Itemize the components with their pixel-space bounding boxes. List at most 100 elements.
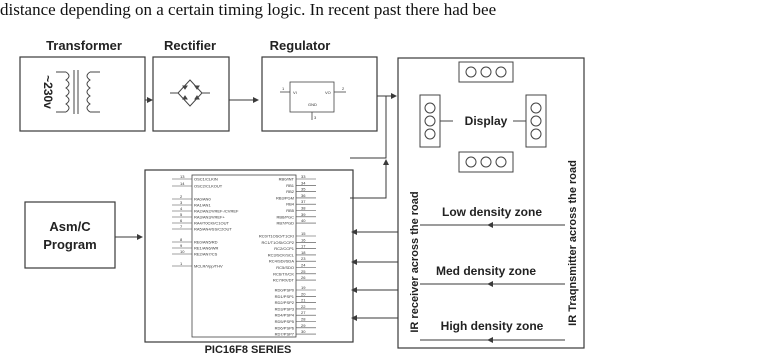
pin-label: RB1 — [286, 183, 295, 188]
regulator-ic-symbol — [280, 81, 346, 120]
pin-label: RC0/T1OSO/T1CKI — [259, 234, 294, 239]
pin-label: RD3/PSP3 — [275, 306, 295, 311]
pin-label: RB3/PGM — [276, 195, 294, 200]
regulator-title: Regulator — [270, 38, 331, 53]
pin-number: 17 — [301, 244, 306, 249]
pin-number: 9 — [180, 243, 183, 248]
regulator-pin-vi: VI — [293, 90, 297, 95]
pin-number: 35 — [301, 187, 306, 192]
pin-number: 24 — [301, 263, 306, 268]
pin-number: 7 — [180, 224, 183, 229]
pin-number: 25 — [301, 269, 306, 274]
regulator-pin-3: 3 — [314, 115, 317, 120]
pin-number: 13 — [180, 174, 185, 179]
pin-number: 26 — [301, 275, 306, 280]
pin-label: RA4/T0CKI/C1OUT — [194, 221, 229, 226]
display-assembly — [419, 61, 547, 173]
pin-label: RD0/PSP0 — [275, 288, 295, 293]
pic-chip — [144, 169, 354, 343]
regulator-block — [261, 56, 378, 132]
pin-label: RE1/AN6/WR — [194, 246, 219, 251]
program-label-line2: Program — [43, 237, 96, 252]
pin-label: RD2/PSP2 — [275, 300, 295, 305]
pin-label: RC3/SCK/SCL — [268, 252, 295, 257]
pin-label: RA5/AN4/SS/C2OUT — [194, 227, 232, 232]
pin-label: RB0/INT — [279, 177, 295, 182]
zone-label-high: High density zone — [441, 319, 544, 333]
pin-label: RC7/RX/DT — [273, 278, 295, 283]
ir-receiver-label: IR receiver across the road — [409, 191, 421, 332]
pin-label: RB5 — [286, 208, 295, 213]
pin-number: 33 — [301, 174, 306, 179]
pin-label: RE2/AN7/CS — [194, 252, 218, 257]
pin-number: 18 — [301, 250, 306, 255]
pin-number: 37 — [301, 199, 306, 204]
pin-label: RC6/TX/CK — [273, 271, 294, 276]
pin-label: RC5/SDO — [276, 265, 294, 270]
pin-number: 29 — [301, 323, 306, 328]
pin-number: 3 — [180, 200, 183, 205]
pin-number: 34 — [301, 180, 306, 185]
pin-number: 2 — [180, 194, 183, 199]
zone-arrow-low — [487, 222, 493, 228]
pin-number: 14 — [180, 181, 185, 186]
pin-label: RD7/PSP7 — [275, 332, 295, 337]
pin-number: 8 — [180, 237, 183, 242]
pin-label: RC1/T1OSI/CCP2 — [262, 240, 295, 245]
pin-number: 10 — [180, 249, 185, 254]
power-connector-6 — [350, 178, 387, 199]
rectifier-title: Rectifier — [164, 38, 216, 53]
pin-number: 21 — [301, 298, 306, 303]
transformer-block — [19, 56, 146, 132]
pin-number: 15 — [301, 231, 306, 236]
pin-label: RD5/PSP5 — [275, 319, 295, 324]
pin-label: RD1/PSP1 — [275, 294, 295, 299]
pin-label: RB2 — [286, 189, 295, 194]
voltage-label: ~230v — [41, 75, 55, 109]
pin-label: RE0/AN5/RD — [194, 240, 218, 245]
power-connector-4 — [350, 96, 387, 159]
ir-transmitter-label: IR Traqnsmitter across the road — [567, 160, 579, 326]
display-label: Display — [465, 114, 508, 128]
pin-label: RA0/AN0 — [194, 197, 211, 202]
pin-number: 1 — [180, 261, 183, 266]
pin-label: RB7/PGD — [276, 221, 294, 226]
road-panel — [397, 57, 585, 349]
pin-number: 39 — [301, 212, 306, 217]
pin-number: 4 — [180, 206, 183, 211]
rectifier-block — [152, 56, 230, 132]
pin-label: RA3/AN3/VREF+ — [194, 215, 225, 220]
paragraph-text: distance depending on a certain timing l… — [0, 0, 497, 19]
regulator-pin-1: 1 — [282, 86, 285, 91]
pin-number: 36 — [301, 193, 306, 198]
pin-number: 6 — [180, 218, 183, 223]
pin-number: 20 — [301, 291, 306, 296]
pin-number: 5 — [180, 212, 183, 217]
pin-label: OSC2/CLKOUT — [194, 184, 223, 189]
pin-number: 22 — [301, 304, 306, 309]
pin-label: RA2/AN2/VREF-/CVREF — [194, 209, 239, 214]
zone-arrow-high — [487, 337, 493, 343]
pin-label: RC4/SDI/SDA — [269, 259, 294, 264]
program-label-line1: Asm/C — [49, 219, 91, 234]
pin-label: OSC1/CLKIN — [194, 177, 218, 182]
pin-label: RD4/PSP4 — [275, 313, 295, 318]
pin-number: 30 — [301, 329, 306, 334]
pin-label: RD6/PSP6 — [275, 325, 295, 330]
transformer-symbol — [56, 70, 100, 114]
pin-label: RC2/CCP1 — [274, 246, 295, 251]
pic-right-pins: 33RB0/INT34RB135RB236RB3/PGM37RB438RB539… — [259, 174, 316, 337]
zone-arrow-med — [487, 281, 493, 287]
pic-ic-body — [191, 174, 297, 338]
pin-number: 28 — [301, 317, 306, 322]
pin-number: 38 — [301, 206, 306, 211]
pin-number: 27 — [301, 310, 306, 315]
regulator-pin-gnd: GND — [308, 102, 317, 107]
program-block — [24, 201, 116, 269]
pin-label: MCLR/Vpp/THV — [194, 264, 223, 269]
chip-name: PIC16F8 SERIES — [205, 344, 292, 355]
bridge-rectifier-symbol — [170, 79, 210, 107]
pin-number: 16 — [301, 237, 306, 242]
